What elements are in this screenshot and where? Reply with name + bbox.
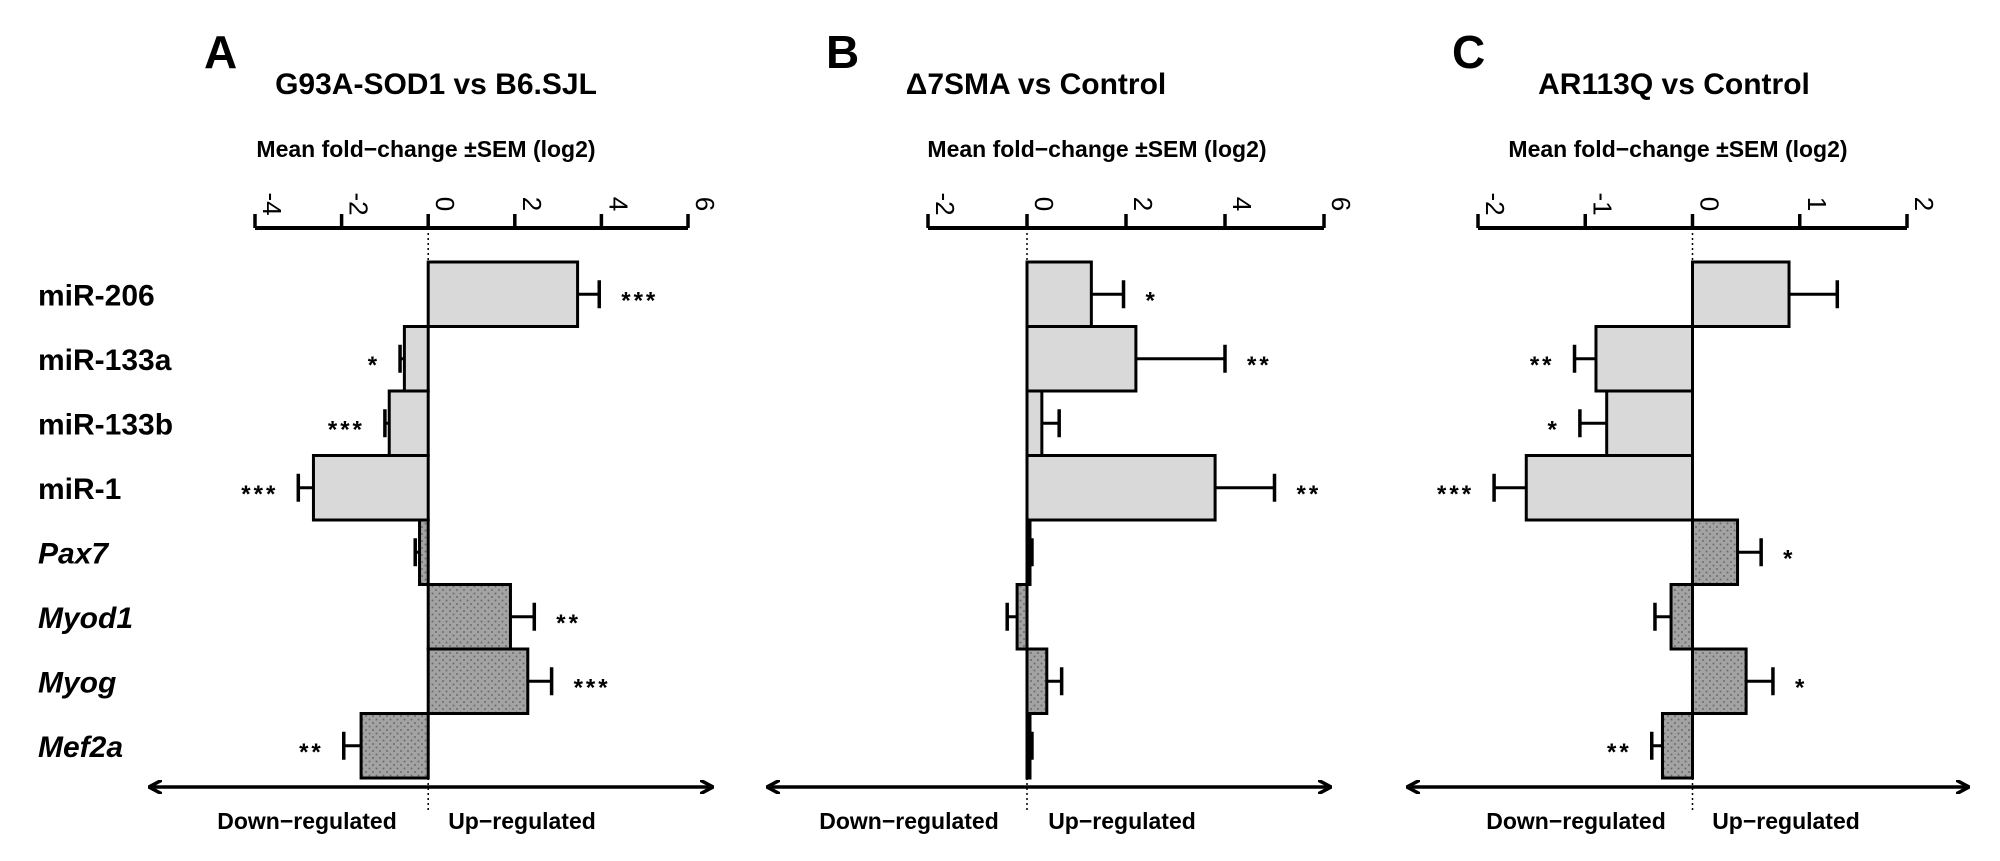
panel-a-significance-label: ** — [556, 610, 581, 637]
panel-b-error-bars — [1005, 280, 1277, 760]
panel-b-tick-label: -2 — [930, 192, 960, 215]
panel-a-bars — [311, 260, 580, 780]
panel-a-tick-label: 4 — [603, 197, 633, 211]
panel-a-category-labels: miR-206 miR-133a miR-133b miR-1Pax7Myod1Myo… — [38, 279, 173, 764]
panel-b-bar-myog — [1025, 647, 1049, 715]
panel-b-bar-mir-133a — [1025, 325, 1138, 393]
panel-c-significance-label: * — [1795, 674, 1807, 701]
category-label-myod1: Myod1 — [38, 602, 133, 635]
panel-a-significance-label: ** — [299, 739, 324, 766]
category-label-mir-206: miR-206 — [38, 279, 155, 312]
panel-c-tick-label: 2 — [1909, 197, 1939, 211]
panel-a-error-bars — [296, 280, 601, 760]
panel-c-tick-label: 1 — [1802, 197, 1832, 211]
panel-c-bar-mef2a — [1660, 712, 1694, 780]
panel-a-bar-mir-1 — [311, 454, 430, 522]
panel-a-down-label: Down−regulated — [217, 808, 397, 834]
panel-a: A G93A-SOD1 vs B6.SJL Mean fold−change ±… — [38, 26, 720, 834]
panel-a-axis-title: Mean fold−change ±SEM (log2) — [256, 136, 595, 162]
panel-a-bar-mir-206 — [426, 260, 580, 328]
panel-b-significance-label: ** — [1297, 481, 1322, 508]
panel-a-tick-label: 0 — [430, 197, 460, 211]
panel-c-down-label: Down−regulated — [1486, 808, 1666, 834]
panel-a-significance-label: *** — [574, 674, 611, 701]
panel-b-title: Δ7SMA vs Control — [906, 68, 1166, 101]
panel-c-significance-label: * — [1548, 416, 1560, 443]
panel-b-bars — [1015, 260, 1217, 780]
panel-c-letter: C — [1452, 26, 1485, 78]
panel-c-bar-mir-1 — [1524, 454, 1694, 522]
panel-a-significance-label: * — [368, 352, 380, 379]
panel-a-title: G93A-SOD1 vs B6.SJL — [275, 68, 597, 101]
panel-c-significance-labels: ********** — [1437, 352, 1807, 766]
panel-a-bar-mir-133b — [387, 389, 430, 457]
category-label-mir-1: miR-1 — [38, 473, 121, 506]
panel-a-up-label: Up−regulated — [448, 808, 596, 834]
panel-c-significance-label: ** — [1607, 739, 1632, 766]
category-label-mir-133a: miR-133a — [38, 344, 172, 377]
panel-b: B Δ7SMA vs Control Mean fold−change ±SEM… — [768, 26, 1356, 834]
panel-a-significance-labels: ***************** — [241, 287, 658, 766]
panel-a-bar-pax7 — [418, 518, 430, 586]
panel-b-significance-labels: ***** — [1146, 287, 1322, 508]
panel-a-tick-label: 2 — [517, 197, 547, 211]
panel-c-tick-label: -1 — [1587, 192, 1617, 215]
panel-b-bar-mir-133b — [1025, 389, 1044, 457]
panel-a-significance-label: *** — [241, 481, 278, 508]
panel-b-axis-title: Mean fold−change ±SEM (log2) — [927, 136, 1266, 162]
panel-c-tick-label: 0 — [1695, 197, 1725, 211]
panel-a-significance-label: *** — [621, 287, 658, 314]
panel-c-bar-mir-133b — [1605, 389, 1694, 457]
panel-c-significance-label: *** — [1437, 481, 1474, 508]
panel-b-bar-myod1 — [1015, 583, 1029, 651]
panel-b-tick-label: 4 — [1227, 197, 1257, 211]
panel-b-significance-label: * — [1146, 287, 1158, 314]
panel-c-title: AR113Q vs Control — [1538, 68, 1810, 101]
panel-a-bar-myod1 — [426, 583, 512, 651]
category-label-mir-133b: miR-133b — [38, 408, 173, 441]
panel-c-bar-pax7 — [1691, 518, 1740, 586]
panel-b-letter: B — [826, 26, 859, 78]
panel-a-bar-myog — [426, 647, 530, 715]
panel-c-bar-myog — [1691, 647, 1748, 715]
panel-c-bar-mir-133a — [1594, 325, 1694, 393]
panel-c-axis-title: Mean fold−change ±SEM (log2) — [1508, 136, 1847, 162]
panel-a-tick-label: -2 — [344, 192, 374, 215]
panel-b-bar-mir-206 — [1025, 260, 1093, 328]
panel-b-tick-label: 2 — [1128, 197, 1158, 211]
panel-c-bars — [1524, 260, 1791, 780]
panel-c-up-label: Up−regulated — [1712, 808, 1860, 834]
panel-b-x-axis: -2 0 2 4 6 — [926, 192, 1356, 230]
panel-b-up-label: Up−regulated — [1048, 808, 1196, 834]
panel-c-tick-label: -2 — [1480, 192, 1510, 215]
panel-c-bar-mir-206 — [1691, 260, 1791, 328]
panel-a-significance-label: *** — [328, 416, 365, 443]
panel-c-x-axis: -2 -1 0 1 2 — [1476, 192, 1939, 230]
panel-c-significance-label: * — [1783, 545, 1795, 572]
panel-c-bar-myod1 — [1669, 583, 1695, 651]
category-label-myog: Myog — [38, 666, 116, 699]
panel-b-down-label: Down−regulated — [819, 808, 999, 834]
panel-c: C AR113Q vs Control Mean fold−change ±SE… — [1408, 26, 1968, 834]
panel-a-tick-label: 6 — [690, 197, 720, 211]
panel-b-significance-label: ** — [1247, 352, 1272, 379]
panel-a-letter: A — [204, 26, 237, 78]
panel-b-tick-label: 0 — [1029, 197, 1059, 211]
panel-c-error-bars — [1492, 280, 1840, 760]
panel-b-tick-label: 6 — [1326, 197, 1356, 211]
panel-a-tick-label: -4 — [257, 192, 287, 215]
category-label-mef2a: Mef2a — [38, 731, 123, 764]
panel-a-bar-mef2a — [359, 712, 430, 780]
panel-b-bar-mir-1 — [1025, 454, 1217, 522]
panel-c-significance-label: ** — [1530, 352, 1555, 379]
panel-a-bar-mir-133a — [402, 325, 430, 393]
category-label-pax7: Pax7 — [38, 537, 109, 570]
panel-a-x-axis: -4 -2 0 2 4 6 — [253, 192, 720, 230]
